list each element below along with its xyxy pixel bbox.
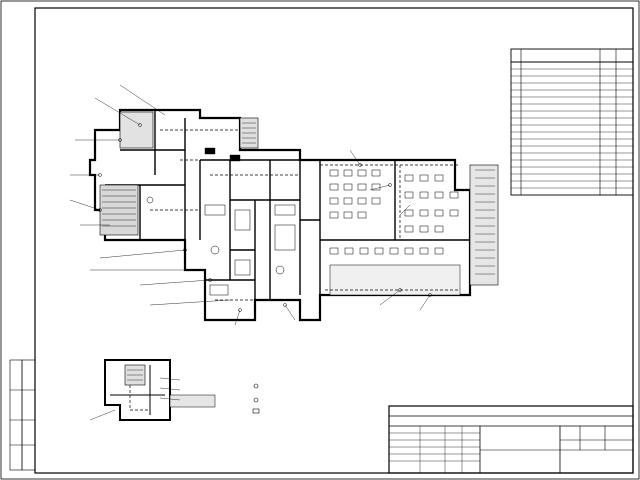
kitchen-equipment [146, 196, 296, 296]
stair-hatching [102, 169, 495, 275]
dining-tables [329, 169, 459, 255]
sheet-inner-border [34, 7, 634, 474]
terrace-zone [469, 164, 499, 286]
lower-terrace [329, 264, 461, 296]
outlet-symbols [98, 123, 432, 312]
left-stamp-strip [9, 359, 36, 471]
stair-zone-1 [99, 184, 139, 236]
leader-lines [69, 84, 431, 326]
room-schedule-grid [510, 48, 634, 196]
title-block-grid [388, 405, 634, 474]
distribution-board-2 [229, 154, 241, 162]
legend-symbols [252, 383, 260, 414]
fragment-plan [89, 359, 216, 421]
floor-plan [69, 84, 499, 326]
distribution-board-1 [204, 147, 216, 155]
stair-zone-2 [119, 111, 154, 149]
